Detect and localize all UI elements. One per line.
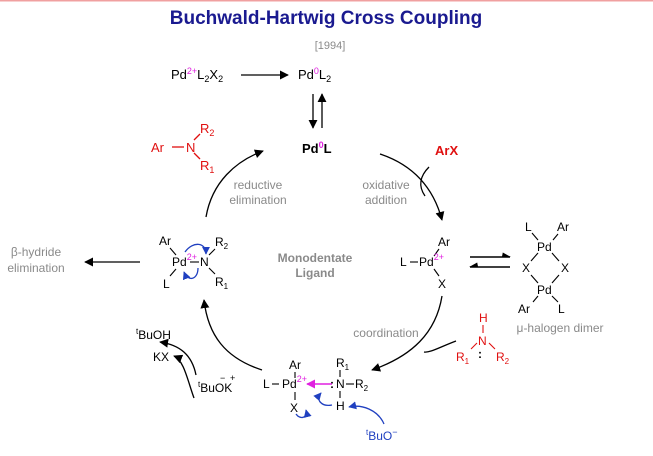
svg-text:R2: R2	[200, 121, 214, 138]
oxidative-addition-complex: Ar L Pd2+ X	[400, 235, 450, 291]
amine-entry-curve	[423, 340, 457, 353]
label-monodentate: Monodentate	[278, 251, 353, 265]
buoh-release-arrow	[159, 338, 197, 376]
reductive-elimination-arrow	[205, 149, 264, 218]
svg-text:X: X	[522, 261, 530, 275]
label-beta-elimination: elimination	[7, 261, 64, 275]
svg-text:Pd0L: Pd0L	[302, 140, 332, 156]
tert-butoxide-base: tBuO−	[366, 427, 398, 443]
label-elimination: elimination	[229, 193, 286, 207]
potassium-halide: KX	[153, 350, 169, 364]
product-arylamine: Ar N R2 R1	[151, 121, 214, 175]
svg-text:Ar: Ar	[438, 235, 450, 249]
svg-text:R1: R1	[215, 275, 229, 291]
base-attack-arrow	[348, 401, 385, 425]
svg-text:R2: R2	[215, 235, 229, 251]
label-reductive: reductive	[234, 178, 283, 192]
svg-text:N: N	[478, 334, 487, 348]
deprotonation-arrow	[200, 299, 263, 371]
amine-reagent: H N R1 R2 :	[456, 311, 510, 366]
buok-plus-sign: +	[230, 373, 235, 383]
label-ligand: Ligand	[295, 266, 334, 280]
svg-text:R2: R2	[355, 377, 369, 393]
reductive-elimination-electron-arrow-top	[184, 243, 210, 255]
precatalyst-pd2-l2x2: Pd2+L2X2	[171, 66, 223, 84]
label-addition: addition	[365, 193, 407, 207]
svg-text:Pd0L2: Pd0L2	[298, 66, 331, 84]
label-beta-hydride: β-hydride	[11, 245, 62, 259]
pd0-l-active-catalyst: Pd0L	[302, 140, 332, 156]
buok-minus-sign: −	[220, 373, 225, 383]
svg-text:Pd2+: Pd2+	[282, 374, 307, 391]
svg-text:R1: R1	[200, 158, 214, 175]
svg-text:X: X	[290, 401, 298, 415]
svg-text:Ar: Ar	[557, 220, 569, 234]
svg-text:R1: R1	[456, 350, 470, 366]
pd0-l2: Pd0L2	[298, 66, 331, 84]
label-oxidative: oxidative	[362, 178, 410, 192]
svg-text:L: L	[263, 377, 270, 391]
svg-text:R2: R2	[496, 350, 510, 366]
svg-text:N: N	[336, 377, 345, 391]
svg-text:L: L	[163, 277, 170, 291]
coordination-arrow	[371, 295, 443, 372]
svg-text:Pd: Pd	[537, 283, 552, 297]
svg-text:Pd2+: Pd2+	[419, 252, 444, 269]
svg-text:N: N	[200, 255, 209, 269]
svg-text:H: H	[336, 399, 345, 413]
pd-amido-complex: Ar Pd2+ N R2 R1 L	[159, 234, 229, 291]
label-mu-halogen-dimer: μ-halogen dimer	[517, 321, 604, 335]
svg-text:L: L	[400, 255, 407, 269]
svg-text:Ar: Ar	[518, 302, 530, 316]
svg-text:L: L	[558, 302, 565, 316]
arx-entry-curve	[420, 166, 430, 197]
svg-text:X: X	[561, 261, 569, 275]
page-title: Buchwald-Hartwig Cross Coupling	[170, 8, 482, 29]
potassium-tert-butoxide: tBuOK	[198, 380, 232, 395]
pdx-electron-arrow	[295, 409, 312, 419]
svg-text::: :	[478, 347, 482, 361]
svg-text:N: N	[186, 140, 195, 155]
arx-reagent: ArX	[435, 143, 458, 158]
nh-bond-electron-arrow	[313, 392, 333, 406]
year-label: [1994]	[315, 40, 346, 52]
label-coordination: coordination	[353, 326, 418, 340]
svg-text:Ar: Ar	[151, 140, 165, 155]
kx-release-arrow	[173, 354, 195, 399]
svg-text:L: L	[525, 220, 532, 234]
svg-text:H: H	[479, 311, 488, 325]
svg-text:Ar: Ar	[289, 358, 301, 372]
svg-text:Pd2+: Pd2+	[172, 252, 197, 269]
reductive-elimination-electron-arrow-bottom	[182, 267, 199, 281]
mu-halogen-dimer: L Ar Pd X X Pd Ar L	[518, 220, 569, 316]
svg-text:R1: R1	[336, 356, 350, 372]
tert-butanol: tBuOH	[136, 327, 171, 342]
svg-text:Pd: Pd	[537, 240, 552, 254]
svg-text:Pd2+L2X2: Pd2+L2X2	[171, 66, 223, 84]
svg-text:Ar: Ar	[159, 234, 171, 248]
svg-text:X: X	[438, 277, 446, 291]
